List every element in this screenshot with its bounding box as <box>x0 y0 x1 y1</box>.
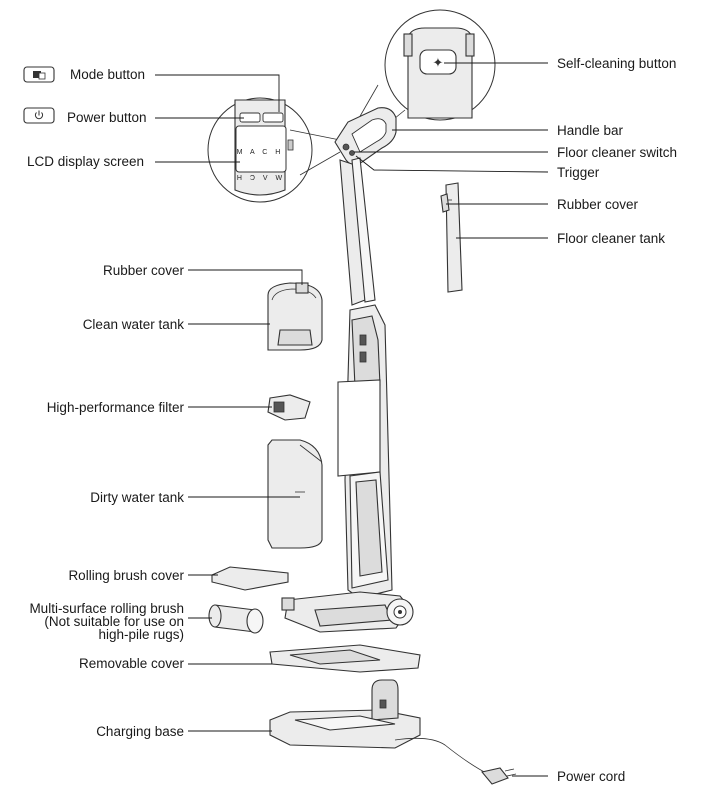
label-handle-bar: Handle bar <box>557 123 624 138</box>
rolling-brush-cover <box>211 566 289 591</box>
label-rubber-cover-right: Rubber cover <box>557 197 639 212</box>
mode-button <box>262 112 284 123</box>
rolling-brush <box>208 604 264 634</box>
power-button <box>239 112 261 123</box>
label-rolling-brush-3: high-pile rugs) <box>98 627 184 642</box>
dirty-water-tank <box>267 439 323 549</box>
clean-water-tank <box>267 282 323 351</box>
charging-base <box>269 679 491 776</box>
self-clean-detail-circle: ✦ <box>354 9 496 141</box>
handle-detail-circle: M A C H H Ɔ V W <box>207 97 341 203</box>
label-floor-cleaner-tank: Floor cleaner tank <box>557 231 665 246</box>
label-clean-water-tank: Clean water tank <box>83 317 185 332</box>
label-trigger: Trigger <box>557 165 600 180</box>
vacuum-body <box>281 107 414 633</box>
label-removable-cover: Removable cover <box>79 656 185 671</box>
removable-cover <box>269 644 421 673</box>
label-rubber-cover-left: Rubber cover <box>103 263 185 278</box>
filter <box>267 394 311 421</box>
leader-mode <box>155 74 280 112</box>
floor-cleaner-tank <box>440 182 463 293</box>
screen-brand-bottom: H Ɔ V W <box>237 175 285 182</box>
screen-brand: M A C H <box>237 149 284 156</box>
sparkle-icon: ✦ <box>433 56 444 71</box>
mode-icon <box>23 66 55 83</box>
label-charging-base: Charging base <box>96 724 184 739</box>
label-lcd-display: LCD display screen <box>27 154 144 169</box>
label-mode-button: Mode button <box>70 67 145 82</box>
label-power-button: Power button <box>67 110 147 125</box>
label-power-cord: Power cord <box>557 769 625 784</box>
label-floor-cleaner-switch: Floor cleaner switch <box>557 145 677 160</box>
label-rolling-brush-cover: Rolling brush cover <box>68 568 184 583</box>
power-plug <box>480 767 517 785</box>
leader-rubber-left <box>188 269 303 285</box>
label-rolling-brush-1: Multi-surface rolling brush <box>29 601 184 616</box>
leader-trigger <box>355 155 549 173</box>
label-rolling-brush-2: (Not suitable for use on <box>44 614 184 629</box>
label-dirty-water-tank: Dirty water tank <box>90 490 184 505</box>
label-self-cleaning-button: Self-cleaning button <box>557 56 676 71</box>
label-filter: High-performance filter <box>47 400 185 415</box>
power-icon <box>23 107 55 124</box>
